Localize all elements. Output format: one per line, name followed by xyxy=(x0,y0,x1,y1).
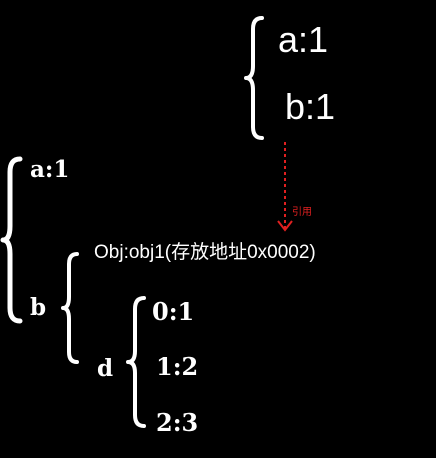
b-value-brace xyxy=(61,252,79,364)
outer-a-entry: a:1 xyxy=(30,156,70,183)
d-item-1: 1:2 xyxy=(156,352,199,381)
obj1-reference-label: Obj:obj1(存放地址0x0002) xyxy=(94,242,316,263)
obj1-b-entry: b:1 xyxy=(285,86,336,127)
outer-b-key: b xyxy=(30,294,47,321)
outer-object-brace xyxy=(0,156,23,324)
reference-label: 引用 xyxy=(292,207,312,218)
d-item-2: 2:3 xyxy=(156,408,199,437)
obj1-a-entry: a:1 xyxy=(278,19,329,60)
reference-arrow xyxy=(277,142,293,232)
d-array-brace xyxy=(126,296,146,428)
obj1-brace xyxy=(244,16,264,140)
outer-d-key: d xyxy=(97,355,114,382)
d-item-0: 0:1 xyxy=(152,297,195,326)
